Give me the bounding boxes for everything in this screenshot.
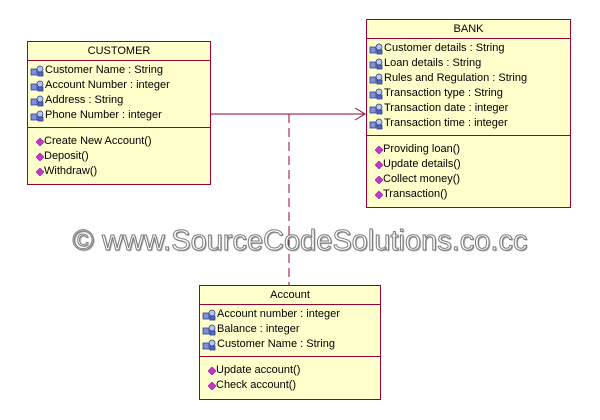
attribute-row: Balance : integer [202, 322, 380, 337]
attribute-row: Phone Number : integer [30, 108, 210, 123]
attribute-label: Address : String [45, 94, 124, 106]
operation-icon [375, 145, 383, 154]
attribute-row: Transaction type : String [369, 86, 570, 101]
attribute-row: Customer Name : String [202, 337, 380, 352]
attribute-label: Transaction type : String [384, 87, 503, 99]
operation-row: Update account() [208, 363, 380, 378]
operation-label: Check account() [216, 379, 297, 391]
attribute-label: Account number : integer [217, 308, 340, 320]
attribute-icon [369, 103, 383, 114]
attribute-label: Account Number : integer [45, 79, 170, 91]
operation-label: Providing loan() [383, 143, 461, 155]
attribute-row: Loan details : String [369, 56, 570, 71]
attribute-row: Customer details : String [369, 41, 570, 56]
attribute-icon [369, 58, 383, 69]
attribute-label: Transaction time : integer [384, 117, 508, 129]
attribute-label: Customer details : String [384, 42, 505, 54]
operation-label: Update account() [216, 364, 301, 376]
operation-icon [36, 152, 44, 161]
attribute-icon [30, 110, 44, 121]
class-name-customer: CUSTOMER [28, 42, 210, 61]
operation-row: Check account() [208, 378, 380, 393]
attribute-label: Customer Name : String [217, 338, 335, 350]
operations-bank: Providing loan() Update details() Collect … [367, 136, 570, 206]
operation-row: Collect money() [375, 172, 570, 187]
attribute-icon [202, 309, 216, 320]
attribute-icon [30, 95, 44, 106]
attribute-icon [202, 339, 216, 350]
attribute-label: Rules and Regulation : String [384, 72, 528, 84]
attribute-icon [202, 324, 216, 335]
operation-row: Create New Account() [36, 134, 210, 149]
attribute-icon [30, 65, 44, 76]
attribute-label: Phone Number : integer [45, 109, 162, 121]
attribute-row: Account Number : integer [30, 78, 210, 93]
attribute-icon [30, 80, 44, 91]
attribute-row: Customer Name : String [30, 63, 210, 78]
class-name-account: Account [200, 286, 380, 305]
operation-label: Create New Account() [44, 135, 152, 147]
attribute-label: Loan details : String [384, 57, 482, 69]
attribute-row: Rules and Regulation : String [369, 71, 570, 86]
watermark-text: © www.SourceCodeSolutions.co.cc [72, 225, 528, 258]
operation-row: Update details() [375, 157, 570, 172]
attribute-row: Transaction date : integer [369, 101, 570, 116]
operation-row: Transaction() [375, 187, 570, 202]
attribute-label: Transaction date : integer [384, 102, 509, 114]
operation-label: Collect money() [383, 173, 461, 185]
attribute-icon [369, 118, 383, 129]
operation-icon [36, 137, 44, 146]
attribute-row: Account number : integer [202, 307, 380, 322]
class-name-bank: BANK [367, 20, 570, 39]
operation-icon [375, 190, 383, 199]
operation-icon [36, 167, 44, 176]
attribute-icon [369, 88, 383, 99]
association-arrowhead [354, 107, 366, 121]
operations-account: Update account() Check account() [200, 357, 380, 397]
operation-label: Deposit() [44, 150, 89, 162]
attribute-icon [369, 43, 383, 54]
attribute-label: Balance : integer [217, 323, 300, 335]
operations-customer: Create New Account() Deposit() Withdraw() [28, 128, 210, 183]
attribute-label: Customer Name : String [45, 64, 163, 76]
operation-icon [208, 381, 216, 390]
operation-label: Update details() [383, 158, 461, 170]
operation-label: Withdraw() [44, 165, 98, 177]
operation-row: Withdraw() [36, 164, 210, 179]
attribute-row: Address : String [30, 93, 210, 108]
attribute-icon [369, 73, 383, 84]
operation-icon [208, 366, 216, 375]
operation-row: Deposit() [36, 149, 210, 164]
operation-icon [375, 175, 383, 184]
operation-row: Providing loan() [375, 142, 570, 157]
attribute-row: Transaction time : integer [369, 116, 570, 131]
operation-label: Transaction() [383, 188, 448, 200]
operation-icon [375, 160, 383, 169]
